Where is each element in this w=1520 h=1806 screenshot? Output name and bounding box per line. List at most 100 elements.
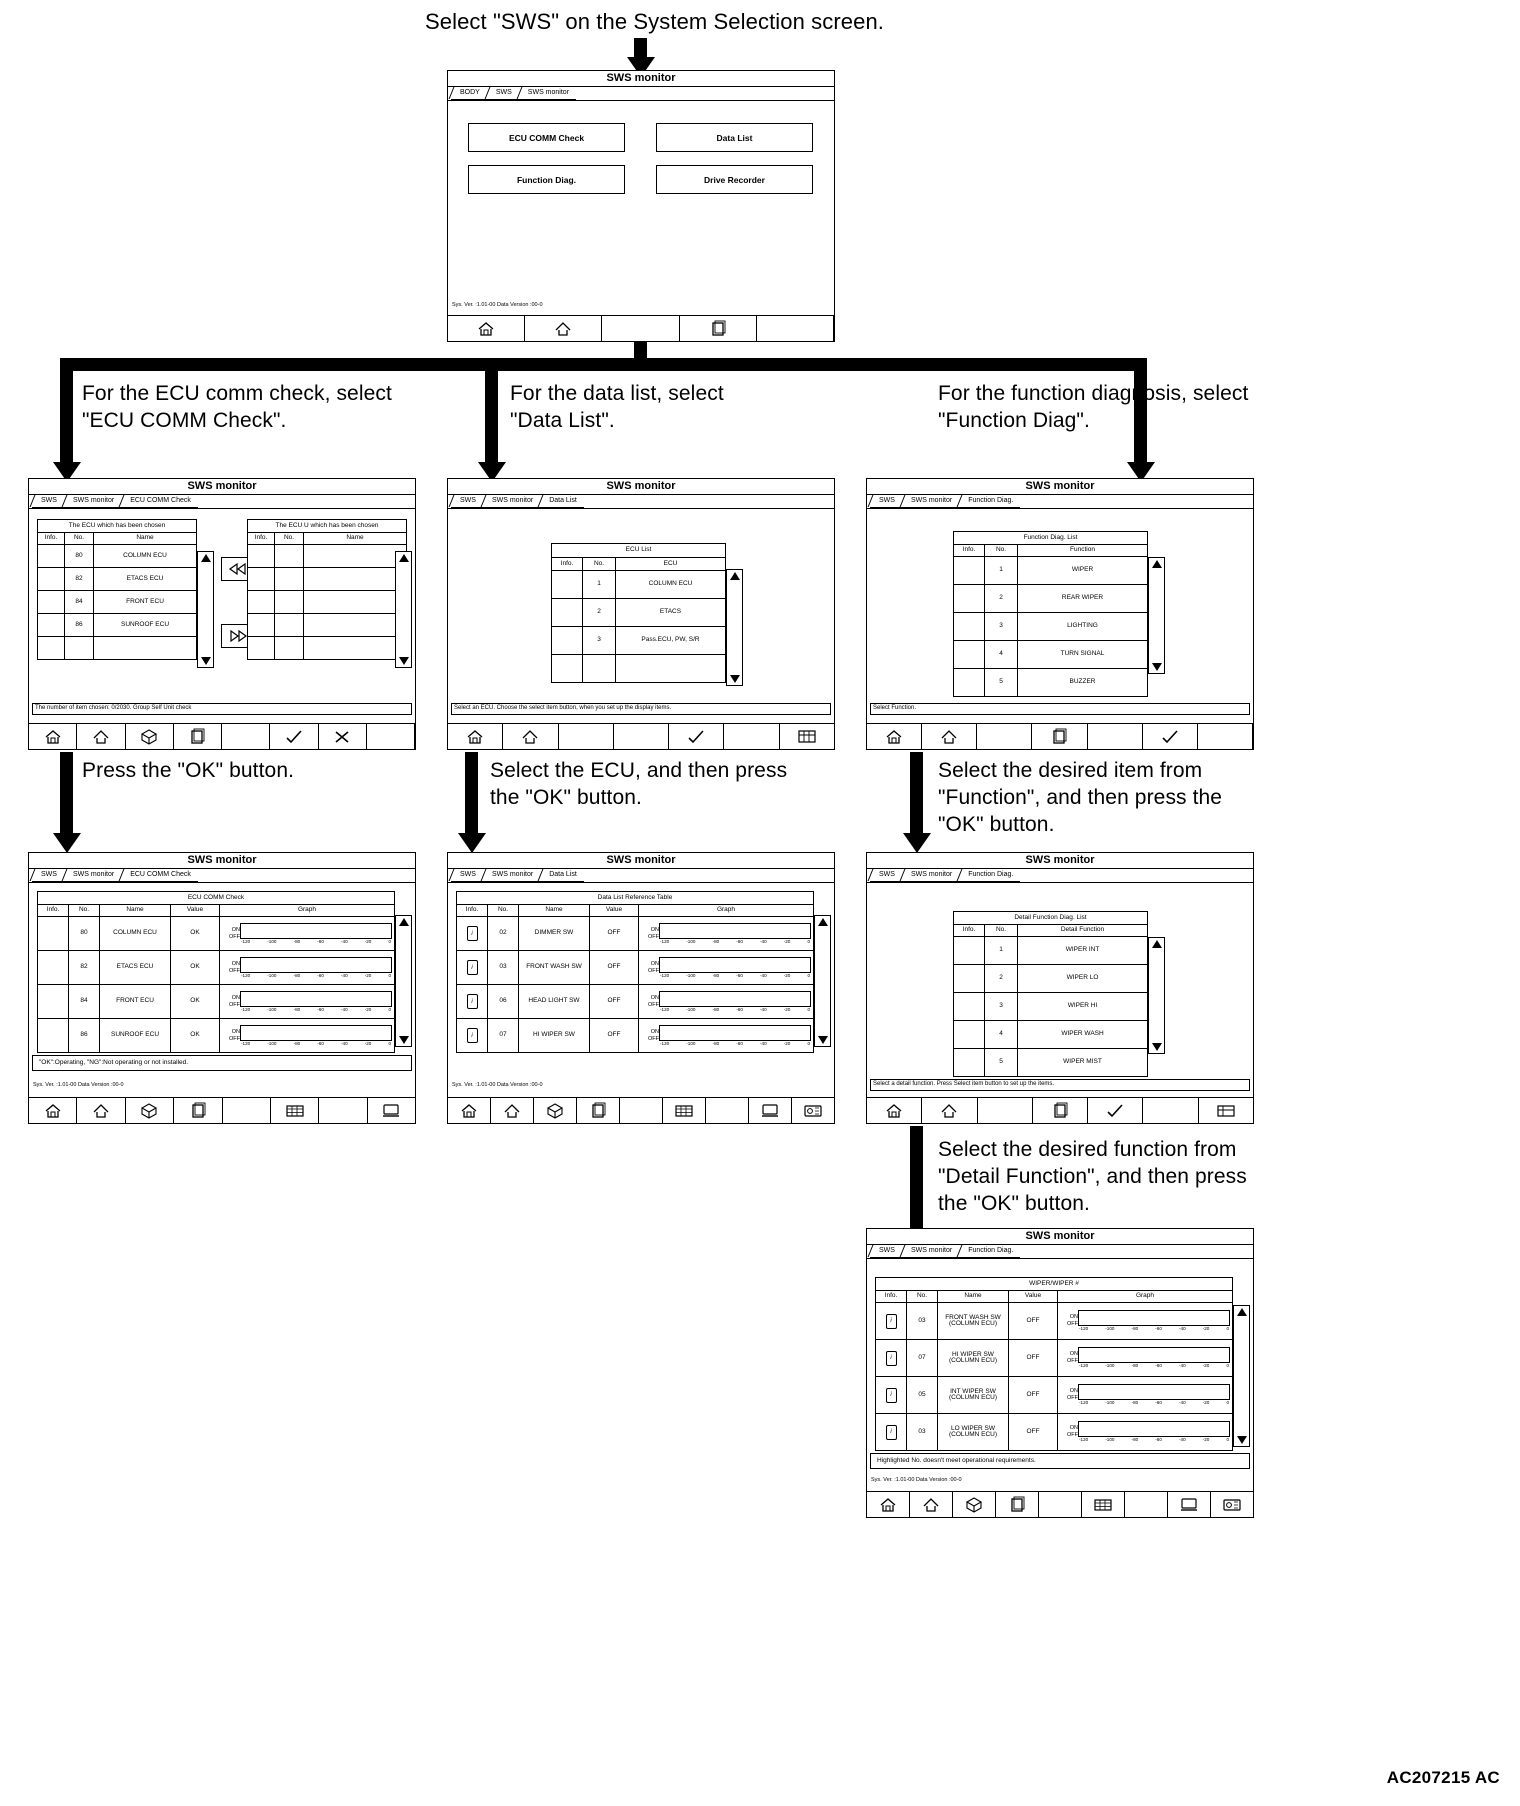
cell-info[interactable]: i	[875, 1376, 907, 1414]
scroll-up-icon[interactable]	[398, 554, 409, 562]
cell-info[interactable]: i	[456, 916, 488, 951]
breadcrumb-item[interactable]: Function Diag.	[959, 869, 1021, 882]
toolbar-record-button[interactable]	[1211, 1492, 1253, 1517]
toolbar-ok-button[interactable]	[669, 724, 725, 749]
scroll-down-icon[interactable]	[398, 657, 409, 665]
breadcrumb-item[interactable]: SWS	[486, 87, 519, 100]
toolbar-home-button[interactable]	[29, 1098, 78, 1123]
toolbar-cube-button[interactable]	[534, 1098, 577, 1123]
scrollbar-detail-list[interactable]	[1148, 937, 1165, 1054]
scroll-down-icon[interactable]	[1151, 1043, 1162, 1051]
scrollbar-left-table[interactable]	[197, 551, 214, 668]
table-ecu-comm-results[interactable]: ECU COMM Check Info. No. Name Value Grap…	[37, 891, 395, 1053]
toolbar-home-button[interactable]	[867, 724, 923, 749]
toolbar-table-button[interactable]	[271, 1098, 320, 1123]
button-function-diag[interactable]: Function Diag.	[468, 165, 625, 194]
scrollbar-function-list[interactable]	[1148, 557, 1165, 674]
breadcrumb-item[interactable]: SWS	[870, 495, 902, 508]
table-row[interactable]	[247, 567, 407, 591]
cell-info[interactable]: i	[456, 984, 488, 1019]
button-data-list[interactable]: Data List	[656, 123, 813, 152]
cell-info[interactable]: i	[456, 1018, 488, 1053]
table-row[interactable]	[247, 636, 407, 660]
breadcrumb-item[interactable]: Function Diag.	[959, 1245, 1021, 1258]
cell-info[interactable]: i	[875, 1413, 907, 1451]
table-data-list-results[interactable]: Data List Reference Table Info. No. Name…	[456, 891, 814, 1053]
scroll-down-icon[interactable]	[1151, 663, 1162, 671]
info-icon[interactable]: i	[466, 926, 478, 941]
toolbar-table-button[interactable]	[663, 1098, 706, 1123]
toolbar-monitor-button[interactable]	[1168, 1492, 1211, 1517]
table-function-diag-list[interactable]: Function Diag. List Info. No. Function 1…	[953, 531, 1148, 697]
toolbar-cancel-button[interactable]	[319, 724, 367, 749]
table-row[interactable]	[551, 654, 726, 683]
toolbar-copy-button[interactable]	[577, 1098, 620, 1123]
toolbar[interactable]	[29, 723, 415, 749]
toolbar[interactable]	[29, 1097, 415, 1123]
toolbar[interactable]	[448, 723, 834, 749]
scroll-up-icon[interactable]	[817, 918, 828, 926]
scroll-down-icon[interactable]	[817, 1036, 828, 1044]
scroll-up-icon[interactable]	[200, 554, 211, 562]
button-ecu-comm-check[interactable]: ECU COMM Check	[468, 123, 625, 152]
toolbar-home-button[interactable]	[448, 724, 504, 749]
scroll-down-icon[interactable]	[1236, 1436, 1247, 1444]
toolbar[interactable]	[448, 315, 835, 341]
breadcrumb-item[interactable]: Function Diag.	[959, 495, 1021, 508]
breadcrumb-item[interactable]: SWS monitor	[482, 869, 541, 882]
toolbar-copy-button[interactable]	[174, 724, 222, 749]
toolbar-ok-button[interactable]	[1088, 1098, 1144, 1123]
screen-sws-monitor-menu[interactable]: SWS monitor BODY SWS SWS monitor ECU COM…	[447, 70, 835, 342]
toolbar-ok-button[interactable]	[1143, 724, 1198, 749]
info-icon[interactable]: i	[885, 1350, 897, 1366]
info-icon[interactable]: i	[885, 1424, 897, 1440]
table-available-ecus[interactable]: The ECU which has been chosen Info. No. …	[37, 519, 197, 660]
scrollbar-results[interactable]	[814, 915, 831, 1047]
screen-function-diag-list[interactable]: SWS monitor SWS SWS monitor Function Dia…	[866, 478, 1254, 750]
toolbar-back-button[interactable]	[77, 1098, 126, 1123]
breadcrumb-item[interactable]: SWS	[32, 869, 64, 882]
toolbar-copy-button[interactable]	[996, 1492, 1039, 1517]
table-detail-function-list[interactable]: Detail Function Diag. List Info. No. Det…	[953, 911, 1148, 1077]
screen-detail-function-list[interactable]: SWS monitor SWS SWS monitor Function Dia…	[866, 852, 1254, 1124]
toolbar-back-button[interactable]	[525, 316, 603, 341]
scroll-down-icon[interactable]	[729, 675, 740, 683]
cell-info[interactable]: i	[456, 950, 488, 985]
toolbar-cube-button[interactable]	[953, 1492, 996, 1517]
breadcrumb-item[interactable]: ECU COMM Check	[121, 869, 198, 882]
breadcrumb-item[interactable]: Data List	[540, 495, 584, 508]
button-drive-recorder[interactable]: Drive Recorder	[656, 165, 813, 194]
toolbar-back-button[interactable]	[77, 724, 126, 749]
info-icon[interactable]: i	[466, 1028, 478, 1043]
screen-wiper-result[interactable]: SWS monitor SWS SWS monitor Function Dia…	[866, 1228, 1254, 1518]
screen-data-list-result[interactable]: SWS monitor SWS SWS monitor Data List Da…	[447, 852, 835, 1124]
toolbar-copy-button[interactable]	[1032, 724, 1088, 749]
toolbar[interactable]	[867, 723, 1253, 749]
table-chosen-ecus[interactable]: The ECU U which has been chosen Info. No…	[247, 519, 407, 660]
screen-ecu-comm-result[interactable]: SWS monitor SWS SWS monitor ECU COMM Che…	[28, 852, 416, 1124]
cell-info[interactable]: i	[875, 1339, 907, 1377]
breadcrumb-item[interactable]: SWS	[451, 495, 483, 508]
table-row[interactable]	[247, 544, 407, 568]
